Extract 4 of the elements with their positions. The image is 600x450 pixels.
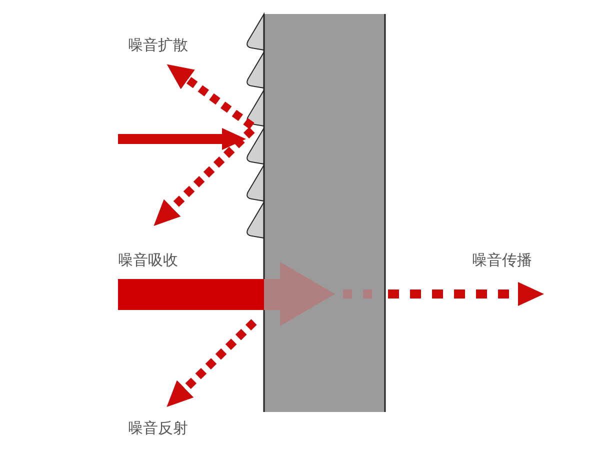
- arrow-label: 噪音反射: [128, 418, 188, 438]
- arrow-label: 噪音传播: [472, 250, 532, 270]
- arrow-label: 噪音扩散: [128, 35, 188, 55]
- arrow-label: 噪音吸收: [118, 250, 178, 270]
